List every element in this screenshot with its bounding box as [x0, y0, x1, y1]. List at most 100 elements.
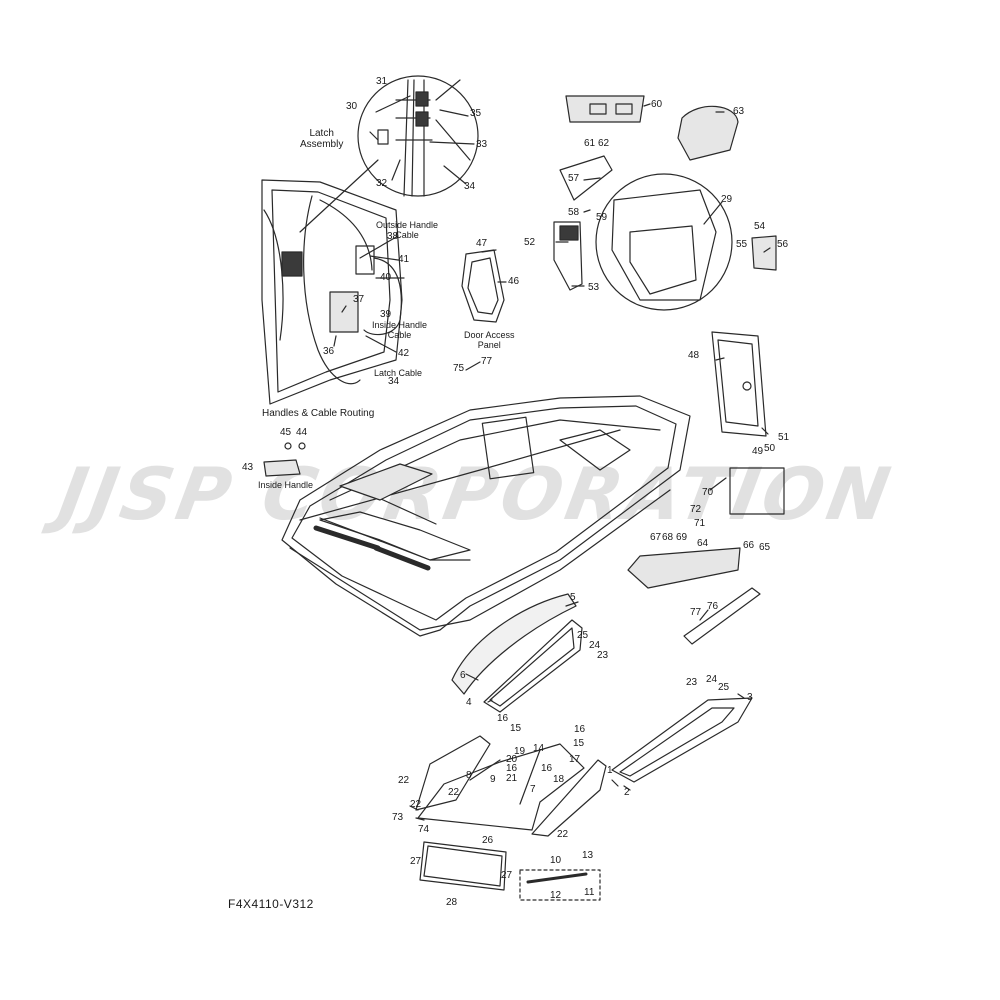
part-label: 55 [736, 239, 748, 250]
boat-hull [281, 395, 691, 637]
part-label: 36 [323, 346, 335, 357]
door-access-panel [461, 249, 505, 323]
part-label: 13 [582, 850, 594, 861]
part-label: 15 [573, 738, 585, 749]
part-label: 3 [747, 692, 753, 703]
part-label: 37 [353, 294, 365, 305]
part-label: 24 [589, 640, 601, 651]
part-label: 23 [597, 650, 609, 661]
part-label: 16 [541, 763, 553, 774]
part-label: 51 [778, 432, 790, 443]
part-label: 76 [707, 601, 719, 612]
part-label: 27 [501, 870, 513, 881]
part-label: 56 [777, 239, 789, 250]
part-label: 20 [506, 754, 518, 765]
part-label: 45 [280, 427, 292, 438]
part-label: 41 [398, 254, 410, 265]
part-label: 18 [553, 774, 565, 785]
part-label: 26 [482, 835, 494, 846]
part-label: 42 [398, 348, 410, 359]
part-label: 17 [569, 754, 581, 765]
cushion-64 [627, 547, 741, 589]
part-label: 28 [446, 897, 458, 908]
part-label: 4 [466, 697, 472, 708]
part-label: 32 [376, 178, 388, 189]
caption-latch-cable: Latch Cable [374, 368, 423, 378]
part-label: 6 [460, 670, 466, 681]
part-label: 63 [733, 106, 745, 117]
hatch-door-48 [711, 331, 767, 437]
part-label: 29 [721, 194, 733, 205]
part-label: 31 [376, 76, 388, 87]
diagram-code: F4X4110-V312 [228, 897, 314, 911]
part-label: 19 [514, 746, 526, 757]
part-label: 30 [346, 101, 358, 112]
part-label: 57 [568, 173, 580, 184]
frame-26 [419, 841, 507, 891]
part-label: 16 [506, 763, 518, 774]
part-label: 33 [476, 139, 488, 150]
part-label: 7 [530, 784, 536, 795]
part-label: 25 [718, 682, 730, 693]
windshield-parts [415, 593, 753, 837]
part-label: 35 [470, 108, 482, 119]
part-label: 67 [650, 532, 662, 543]
part-label: 22 [398, 775, 410, 786]
part-label: 71 [694, 518, 706, 529]
part-label: 77 [481, 356, 493, 367]
panel-70 [729, 467, 785, 515]
part-label: 39 [380, 309, 392, 320]
part-label: 11 [584, 887, 595, 898]
part-label: 14 [533, 743, 545, 754]
part-label: 16 [497, 713, 509, 724]
caption-outside-handle-cable: Outside Handle Cable [376, 220, 439, 240]
part-label: 66 [743, 540, 755, 551]
part-label: 72 [690, 504, 702, 515]
part-label: 75 [453, 363, 465, 374]
inside-handle-part [263, 442, 306, 477]
latch-detail-circle [357, 75, 479, 197]
part-label: 22 [410, 799, 422, 810]
part-label: 22 [448, 787, 460, 798]
caption-latch-assembly: Latch Assembly [300, 128, 344, 150]
part-label: 40 [380, 272, 392, 283]
part-label: 44 [296, 427, 308, 438]
part-label: 10 [550, 855, 562, 866]
part-label: 25 [577, 630, 589, 641]
part-label: 70 [702, 487, 714, 498]
part-label: 43 [242, 462, 254, 473]
part-label: 65 [759, 542, 771, 553]
part-label: 12 [550, 890, 562, 901]
part-label: 64 [697, 538, 709, 549]
part-label: 73 [392, 812, 404, 823]
part-label: 8 [466, 770, 472, 781]
part-label: 9 [490, 774, 496, 785]
part-label: 61 [584, 138, 596, 149]
part-label: 68 [662, 532, 674, 543]
part-label: 1 [607, 765, 613, 776]
part-label: 22 [557, 829, 569, 840]
part-label: 69 [676, 532, 688, 543]
part-label: 15 [510, 723, 522, 734]
part-label: 59 [596, 212, 608, 223]
part-label: 5 [570, 592, 576, 603]
caption-handles-cable-routing: Handles & Cable Routing [262, 408, 375, 419]
part-label: 38 [387, 231, 399, 242]
part-label: 2 [624, 787, 630, 798]
part-label: 60 [651, 99, 663, 110]
part-label: 49 [752, 446, 764, 457]
part-label: 27 [410, 856, 422, 867]
part-label: 58 [568, 207, 580, 218]
detail-box [519, 869, 601, 901]
part-label: 34 [388, 376, 400, 387]
part-label: 47 [476, 238, 488, 249]
part-label: 74 [418, 824, 430, 835]
part-label: 21 [506, 773, 518, 784]
caption-door-access-panel: Door Access Panel [464, 330, 515, 350]
part-label: 23 [686, 677, 698, 688]
part-label: 54 [754, 221, 766, 232]
part-label: 24 [706, 674, 718, 685]
part-label: 77 [690, 607, 702, 618]
